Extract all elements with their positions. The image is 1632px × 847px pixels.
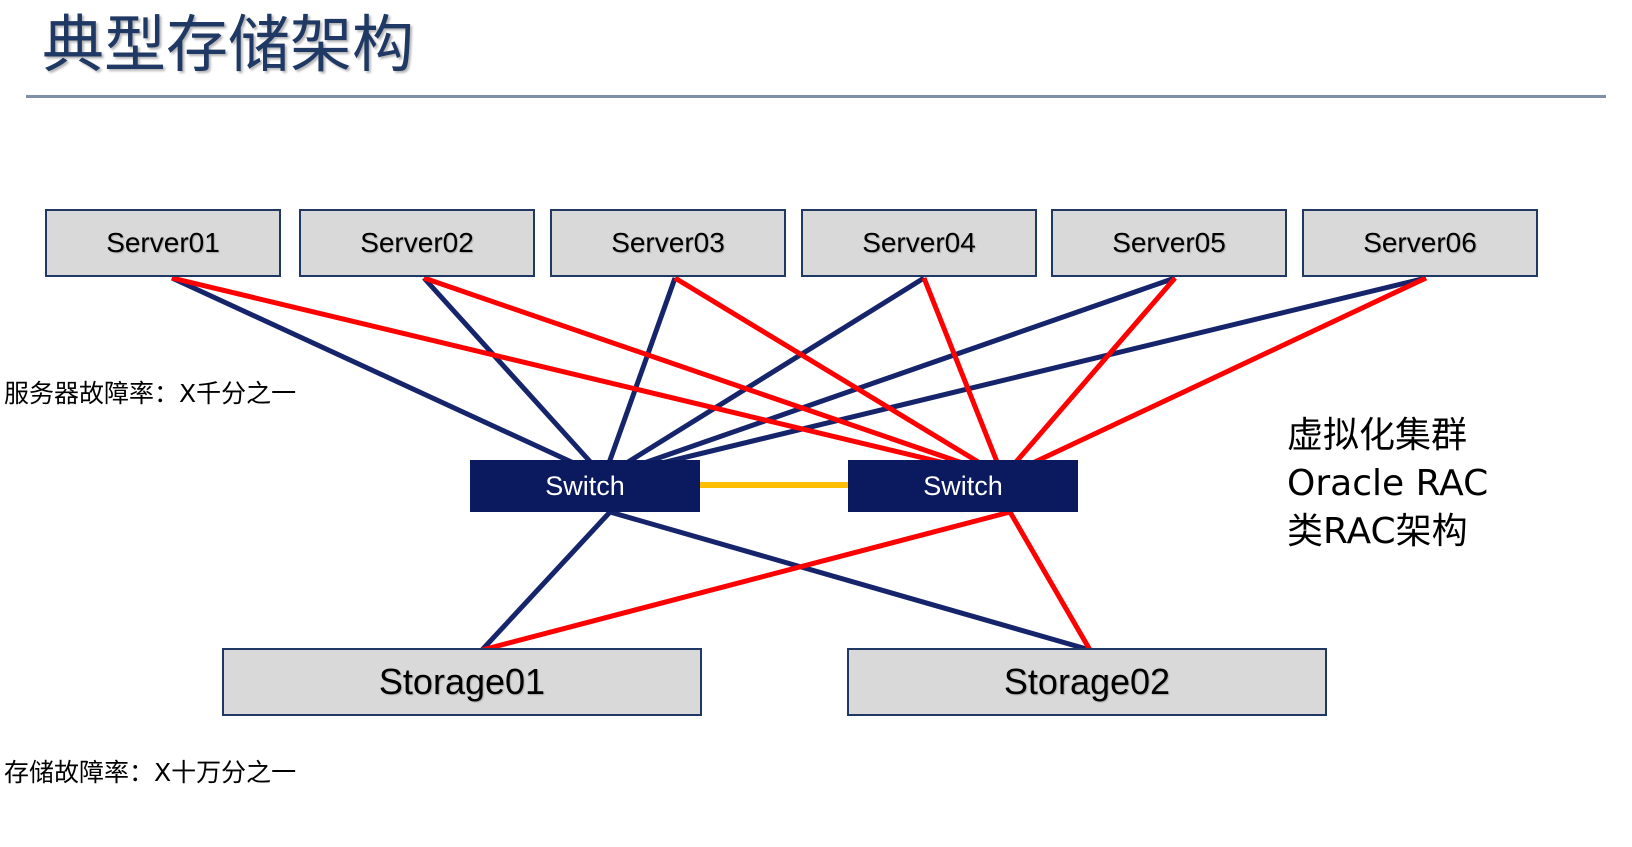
node-server01-label: Server01 (106, 227, 220, 258)
node-switch02-label: Switch (923, 470, 1003, 501)
link-switch01-storage01 (480, 510, 612, 652)
note-cluster-line-2: Oracle RAC (1287, 463, 1489, 504)
link-server05-switch01 (603, 275, 1176, 480)
node-server04-label: Server04 (862, 227, 976, 258)
link-server06-switch01 (603, 275, 1427, 480)
node-server03-label: Server03 (611, 227, 725, 258)
links-switch-to-storage-navy (480, 509, 1091, 653)
node-server04[interactable]: Server04 (801, 209, 1037, 277)
link-switch02-storage01 (481, 509, 1011, 653)
link-server05-switch02 (1001, 276, 1177, 479)
node-server03[interactable]: Server03 (550, 209, 786, 277)
node-storage02[interactable]: Storage02 (847, 648, 1327, 716)
node-storage01-label: Storage01 (378, 661, 546, 702)
note-server-failure-rate: 服务器故障率：X千分之一 (4, 379, 297, 408)
link-switch01-storage02 (609, 509, 1091, 653)
node-storage02-label: Storage02 (1003, 661, 1171, 702)
link-server02-switch01 (422, 276, 606, 479)
link-server01-switch01 (170, 275, 606, 480)
note-cluster-line-1: 虚拟化集群 (1287, 415, 1468, 456)
note-storage-failure-rate: 存储故障率：X十万分之一 (4, 758, 297, 787)
node-switch01[interactable]: Switch (470, 460, 700, 512)
node-server06-label: Server06 (1363, 227, 1477, 258)
link-server02-switch02 (423, 275, 1004, 480)
node-server02-label: Server02 (360, 227, 474, 258)
node-server05-label: Server05 (1112, 227, 1226, 258)
node-server02[interactable]: Server02 (299, 209, 535, 277)
links-to-switch02 (171, 275, 1428, 480)
node-server06[interactable]: Server06 (1302, 209, 1538, 277)
link-server06-switch02 (1001, 275, 1428, 480)
node-switch01-label: Switch (545, 470, 625, 501)
title-divider (26, 95, 1606, 98)
link-server04-switch01 (602, 275, 926, 480)
node-server01[interactable]: Server01 (45, 209, 281, 277)
link-server01-switch02 (171, 275, 1004, 480)
link-server03-switch02 (673, 275, 1005, 480)
node-server05[interactable]: Server05 (1051, 209, 1287, 277)
links-to-switch01 (170, 275, 1427, 480)
link-switch02-storage02 (1007, 510, 1093, 652)
note-cluster-line-3: 类RAC架构 (1287, 511, 1468, 552)
node-storage01[interactable]: Storage01 (222, 648, 702, 716)
link-server04-switch02 (921, 277, 1006, 478)
note-cluster-types: 虚拟化集群 Oracle RAC 类RAC架构 (1287, 412, 1488, 556)
page-title: 典型存储架构 (42, 8, 415, 81)
node-switch02[interactable]: Switch (848, 460, 1078, 512)
links-switch-to-storage-red (481, 509, 1093, 653)
link-server03-switch01 (601, 277, 678, 478)
